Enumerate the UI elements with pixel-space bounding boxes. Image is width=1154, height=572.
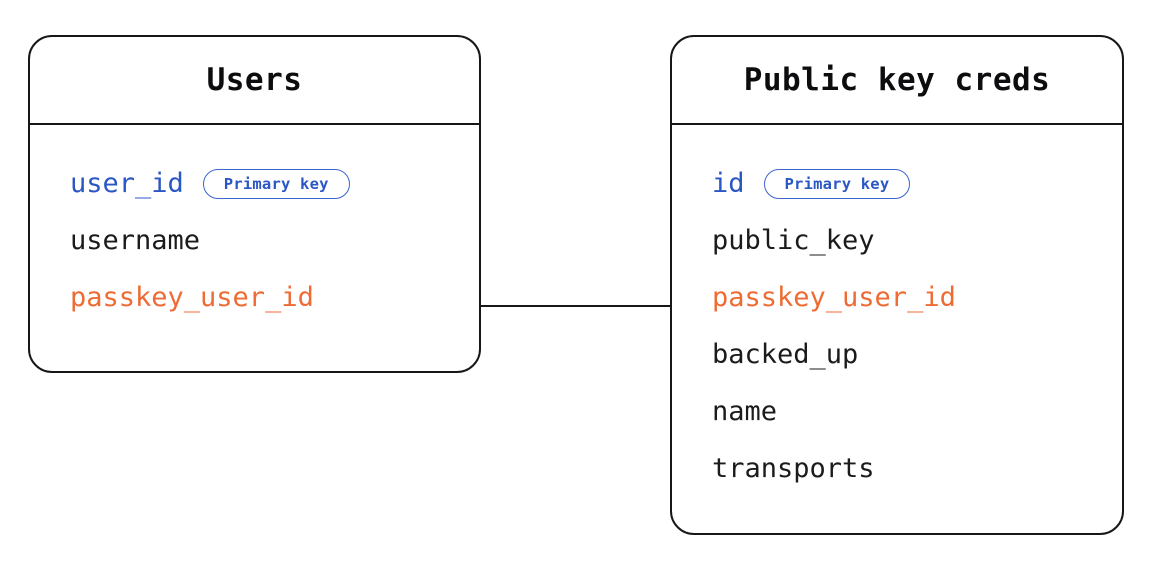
field-name-passkey-user-id: passkey_user_id [70, 282, 314, 313]
field-name-id: id [712, 168, 745, 199]
entity-title-users: Users [206, 62, 303, 98]
entity-header-public-key-creds: Public key creds [672, 37, 1122, 125]
entity-field-list-public-key-creds: id Primary key public_key passkey_user_i… [672, 125, 1122, 497]
entity-field-list-users: user_id Primary key username passkey_use… [30, 125, 479, 326]
field-name-name: name [712, 396, 778, 427]
field-row-transports[interactable]: transports [672, 440, 1122, 497]
relationship-connector-line [481, 304, 670, 308]
field-row-name[interactable]: name [672, 383, 1122, 440]
field-name-transports: transports [712, 453, 875, 484]
field-name-passkey-user-id: passkey_user_id [712, 282, 956, 313]
entity-title-public-key-creds: Public key creds [743, 62, 1051, 98]
primary-key-badge: Primary key [763, 168, 911, 199]
field-name-username: username [70, 225, 201, 256]
entity-box-users[interactable]: Users user_id Primary key username passk… [28, 35, 481, 373]
primary-key-badge: Primary key [202, 168, 350, 199]
field-row-username[interactable]: username [30, 212, 479, 269]
field-row-public-key[interactable]: public_key [672, 212, 1122, 269]
field-row-backed-up[interactable]: backed_up [672, 326, 1122, 383]
field-name-public-key: public_key [712, 225, 875, 256]
field-row-id[interactable]: id Primary key [672, 155, 1122, 212]
field-row-passkey-user-id[interactable]: passkey_user_id [672, 269, 1122, 326]
field-row-passkey-user-id[interactable]: passkey_user_id [30, 269, 479, 326]
entity-header-users: Users [30, 37, 479, 125]
field-row-user-id[interactable]: user_id Primary key [30, 155, 479, 212]
field-name-backed-up: backed_up [712, 339, 859, 370]
entity-box-public-key-creds[interactable]: Public key creds id Primary key public_k… [670, 35, 1124, 535]
field-name-user-id: user_id [70, 168, 184, 199]
